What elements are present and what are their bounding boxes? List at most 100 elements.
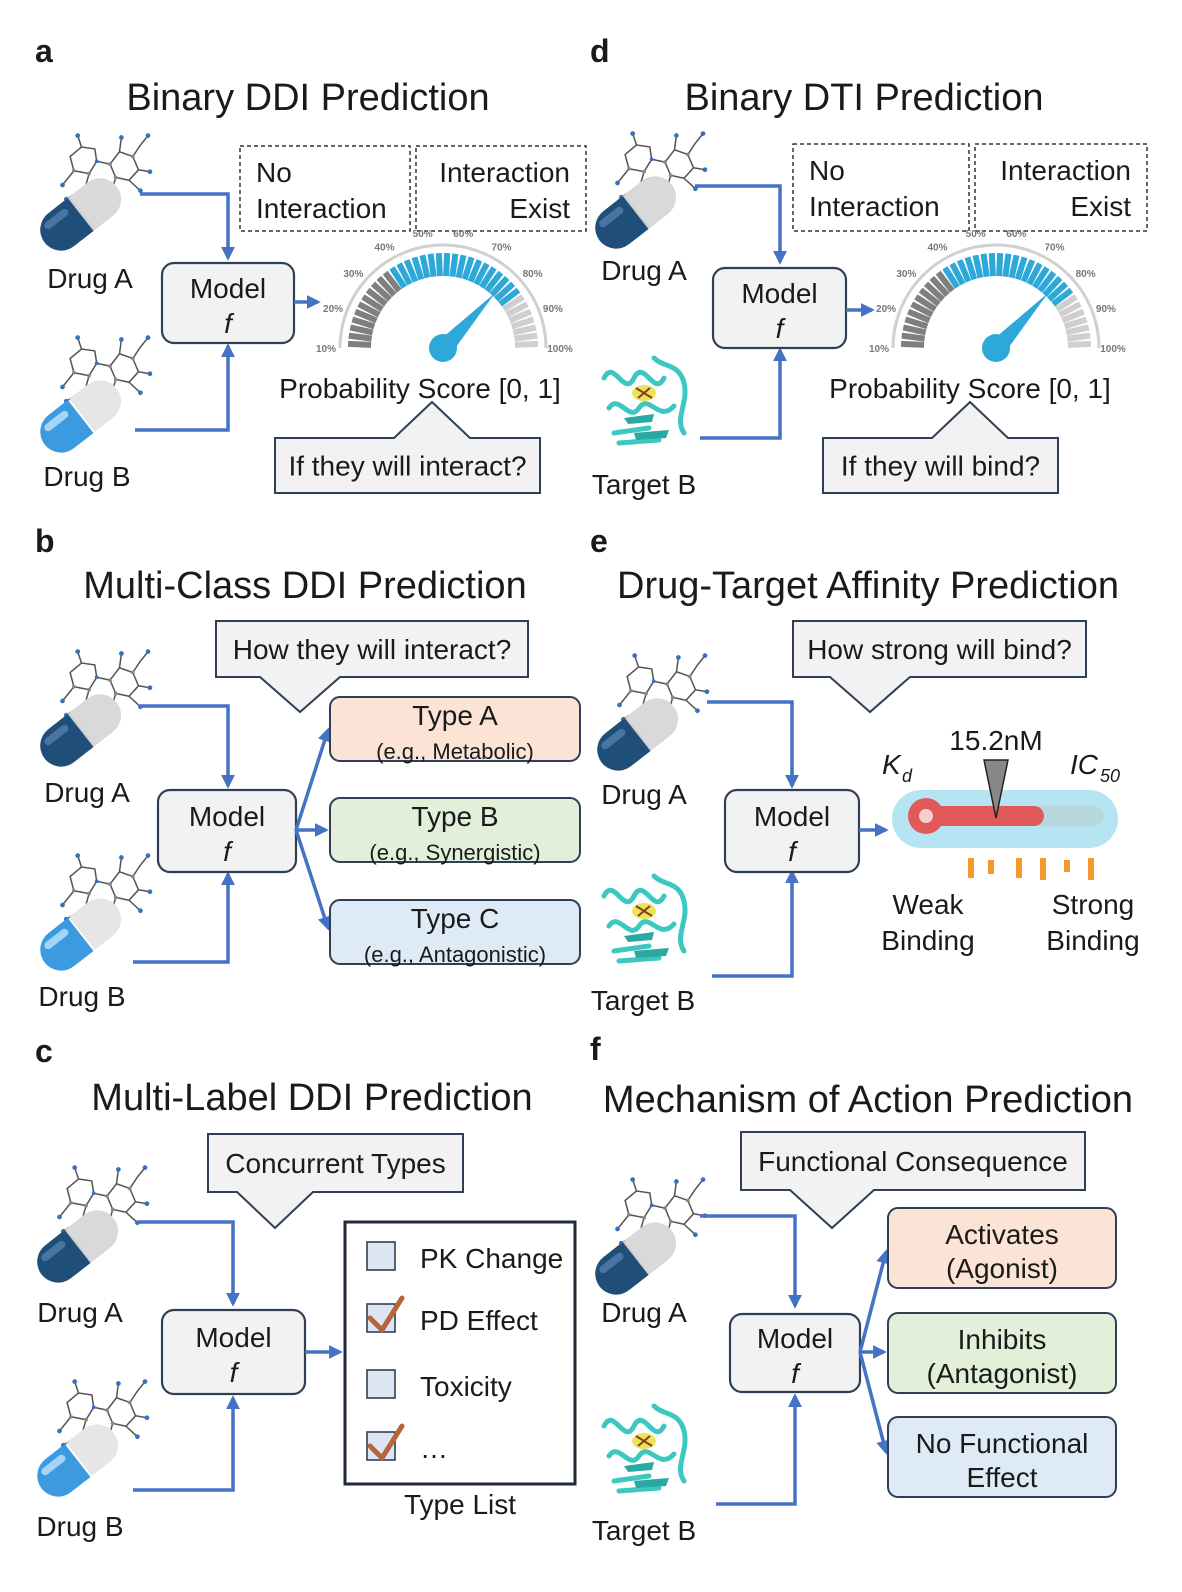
list-item-label: Toxicity (420, 1371, 512, 1402)
gauge-segment (1061, 308, 1085, 324)
scale-tick (1016, 858, 1022, 878)
gauge-segment (510, 316, 535, 330)
gauge-tick-label: 40% (927, 243, 947, 254)
kd-subscript: d (902, 766, 913, 786)
drug-a-icon (31, 132, 154, 260)
ic50-label: IC (1070, 749, 1099, 780)
gauge-tick-label: 80% (1076, 269, 1096, 280)
type-list-caption: Type List (404, 1489, 516, 1520)
input-label: Target B (592, 1515, 696, 1546)
callout-text: How strong will bind? (807, 634, 1072, 665)
gauge-segment (923, 281, 945, 302)
panel-letter: b (35, 523, 55, 559)
label-no-interaction (792, 143, 970, 232)
label-line: Interaction (1000, 155, 1131, 186)
gauge-segment (964, 256, 978, 281)
gauge-segment (996, 252, 1004, 277)
drug-a-icon (31, 648, 154, 776)
target-b-icon (604, 358, 685, 443)
kd-label: K (882, 749, 902, 780)
strong-binding-label: Strong (1052, 889, 1135, 920)
gauge-segment (382, 270, 402, 293)
input-label: Drug A (601, 779, 687, 810)
drug-a-icon (28, 1164, 151, 1292)
callout-text: If they will interact? (288, 451, 526, 482)
target-b-icon (604, 876, 685, 961)
label-interaction-exist (415, 145, 587, 232)
label-line: Interaction (809, 191, 940, 222)
gauge-rim (338, 243, 548, 349)
model-label: Model (189, 801, 265, 832)
gauge-segment (354, 308, 378, 324)
affinity-value: 15.2nM (949, 725, 1042, 756)
gauge-segment (461, 256, 475, 281)
gauge-segment (904, 316, 929, 330)
gauge-segment (1067, 340, 1092, 348)
gauge-segment (505, 301, 529, 318)
gauge-segment (513, 332, 538, 342)
gauge-segment (988, 252, 996, 277)
input-label: Drug A (601, 255, 687, 286)
gauge-segment (1063, 316, 1088, 330)
gauge-segment (361, 294, 384, 312)
scale-tick (988, 860, 994, 874)
drug-a-icon (586, 1176, 709, 1304)
gauge-segment (348, 332, 373, 342)
gauge-segment (956, 259, 972, 283)
gauge-segment (907, 308, 931, 324)
list-item-label: … (420, 1433, 448, 1464)
input-label: Target B (591, 985, 695, 1016)
gauge-segment (1065, 324, 1090, 336)
gauge-segment (502, 294, 525, 312)
label-line: Interaction (256, 193, 387, 224)
gauge-segment (455, 254, 467, 279)
gauge-segment (357, 301, 381, 318)
gauge-tick-label: 90% (543, 304, 563, 315)
gauge-segment (370, 281, 392, 302)
gauge-tick-label: 60% (453, 229, 473, 240)
scale-tick (968, 858, 974, 878)
callout-text: If they will bind? (841, 451, 1040, 482)
model-function: f (224, 308, 235, 339)
outcome-box (887, 1207, 1117, 1289)
gauge-segment (403, 259, 419, 283)
question-callout (274, 400, 541, 494)
gauge-segment (365, 287, 388, 307)
callout-text: Concurrent Types (225, 1148, 446, 1179)
gauge-segment (347, 340, 372, 348)
checkbox (366, 1369, 396, 1399)
gauge-segment (489, 275, 510, 297)
gauge-segment (1042, 275, 1063, 297)
label-no-interaction (239, 145, 411, 232)
gauge-segment (1051, 287, 1074, 307)
arrow-drug-b (133, 1395, 240, 1492)
input-label: Drug B (43, 461, 130, 492)
model-function: f (230, 1357, 241, 1388)
weak-binding-label: Binding (881, 925, 974, 956)
gauge-segment (449, 253, 459, 278)
drug-b-icon (31, 334, 154, 462)
box-title: Type B (411, 801, 498, 832)
arrow-drug-a (700, 1214, 802, 1309)
model-function: f (788, 836, 799, 867)
gauge-segment (972, 254, 984, 279)
gauge-segment (443, 252, 451, 277)
arrow-drug-a (707, 700, 799, 789)
checkbox (366, 1241, 396, 1271)
gauge-segment (508, 308, 532, 324)
target-b-icon (604, 1406, 685, 1491)
model-label: Model (741, 278, 817, 309)
gauge-segment (389, 266, 407, 289)
gauge-segment (910, 301, 934, 318)
gauge-tick-label: 10% (316, 344, 336, 355)
box-subtitle: (e.g., Synergistic) (369, 840, 540, 865)
gauge-segment (494, 281, 516, 302)
gauge-tick-label: 30% (896, 269, 916, 280)
model-label: Model (757, 1323, 833, 1354)
arrow-target-b (716, 1393, 802, 1506)
arrow-to-type-a (294, 727, 332, 831)
gauge-segment (942, 266, 960, 289)
callout-text: Functional Consequence (758, 1146, 1068, 1177)
gauge-segment (901, 332, 926, 342)
